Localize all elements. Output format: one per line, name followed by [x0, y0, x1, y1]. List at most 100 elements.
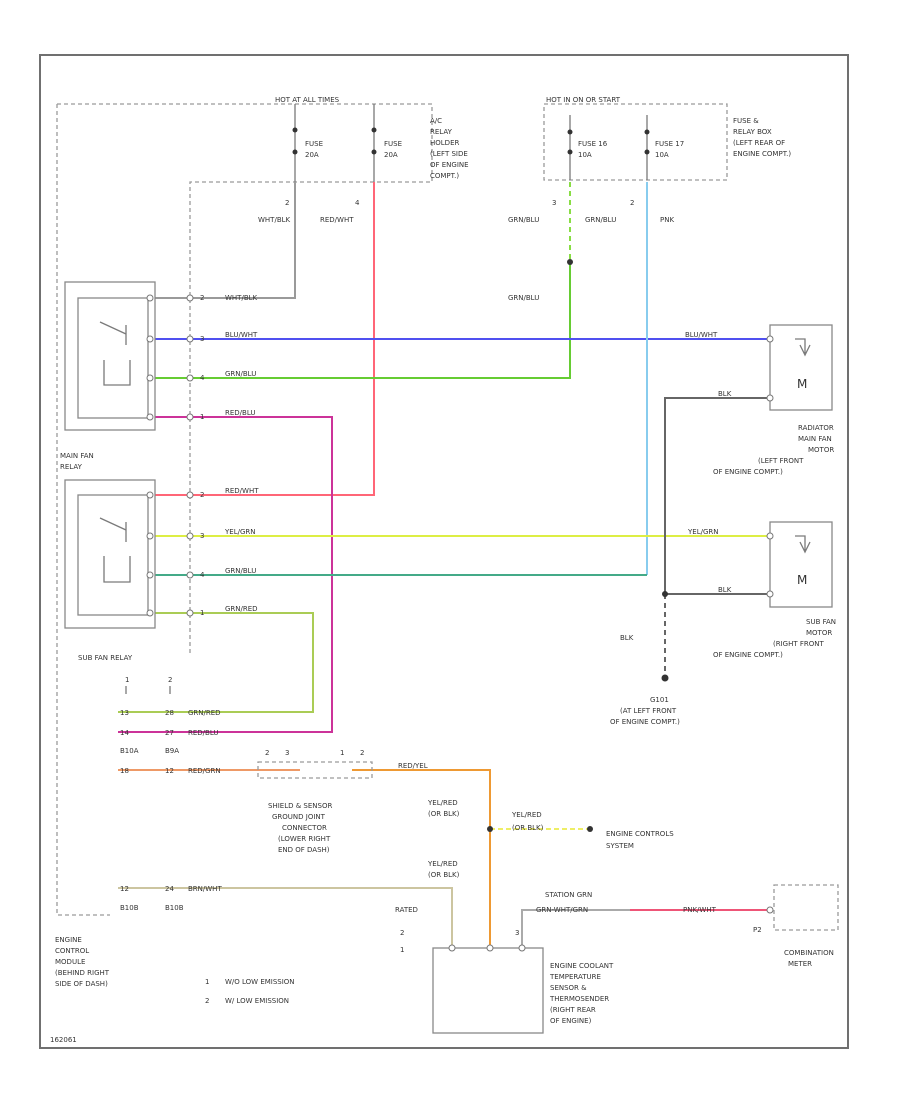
fuse-left-pin-b: 4	[355, 199, 360, 207]
sub-relay-wire-1: YEL/GRN	[224, 528, 255, 536]
svg-text:GRN-WHT/GRN: GRN-WHT/GRN	[536, 906, 588, 914]
svg-text:ENGINE COMPT.): ENGINE COMPT.)	[733, 150, 791, 158]
svg-text:(LEFT FRONT: (LEFT FRONT	[758, 457, 804, 465]
fuse-left-pin-a: 2	[285, 199, 289, 207]
fuse-box-left-header: HOT AT ALL TIMES	[275, 96, 340, 104]
sub-fan-relay: 2 3 4 1 RED/WHT YEL/GRN GRN/BLU GRN/RED …	[64, 479, 259, 662]
fuse-right-wire-c: GRN/BLU	[508, 294, 539, 302]
svg-text:YEL/RED: YEL/RED	[427, 860, 458, 868]
ecm-wire-0: GRN/RED	[188, 709, 221, 717]
svg-text:MOTOR: MOTOR	[808, 446, 834, 454]
svg-text:P2: P2	[753, 926, 762, 934]
main-relay-wire-2: GRN/BLU	[225, 370, 256, 378]
svg-text:ENGINE: ENGINE	[55, 936, 82, 944]
sensor-rated: RATED	[395, 906, 418, 914]
svg-text:12: 12	[120, 885, 129, 893]
meter-label: COMBINATION	[784, 949, 834, 957]
svg-text:13: 13	[120, 709, 129, 717]
svg-text:(RIGHT FRONT: (RIGHT FRONT	[773, 640, 824, 648]
fuse-box-right-header: HOT IN ON OR START	[546, 96, 621, 104]
fuse-right-wire-b: GRN/BLU	[585, 216, 616, 224]
footer-code: 162061	[50, 1036, 77, 1044]
svg-text:SENSOR &: SENSOR &	[550, 984, 587, 992]
ecm-desc: ENGINE CONTROL MODULE (BEHIND RIGHT SIDE…	[55, 936, 110, 988]
svg-text:1: 1	[340, 749, 344, 757]
svg-text:RADIATOR: RADIATOR	[798, 424, 834, 432]
main-relay-label-2: RELAY	[60, 463, 83, 471]
wires	[118, 182, 770, 945]
fuse-17-name: FUSE 17	[655, 140, 684, 148]
fuse-right-wire-d: PNK	[660, 216, 674, 224]
svg-text:3: 3	[200, 532, 204, 540]
sub-motor-wire-bot: BLK	[718, 586, 732, 594]
svg-text:B10B: B10B	[165, 904, 184, 912]
svg-text:CONNECTOR: CONNECTOR	[282, 824, 327, 832]
wire-grn-blu-main	[155, 262, 571, 379]
joint-wire-out: RED/YEL	[398, 762, 428, 770]
combination-meter: STATION GRN GRN-WHT/GRN PNK/WHT P2 COMBI…	[536, 884, 839, 968]
radiator-wire-top: BLU/WHT	[685, 331, 718, 339]
fuse-left-wire-b: RED/WHT	[320, 216, 354, 224]
engine-controls-label: ENGINE CONTROLS	[606, 830, 674, 838]
main-relay-wire-3: RED/BLU	[225, 409, 256, 417]
ground-g101: BLK G101 (AT LEFT FRONT OF ENGINE COMPT.…	[610, 634, 680, 726]
wire-grn-red	[118, 612, 314, 713]
main-relay-wire-1: BLU/WHT	[225, 331, 258, 339]
svg-text:2: 2	[200, 294, 204, 302]
wire-brn-wht	[118, 887, 453, 945]
svg-text:(LOWER RIGHT: (LOWER RIGHT	[278, 835, 331, 843]
svg-text:OF ENGINE: OF ENGINE	[430, 161, 469, 169]
wire-red-wht	[155, 182, 375, 496]
wire-grn-wht	[521, 909, 630, 945]
svg-text:B10B: B10B	[120, 904, 139, 912]
svg-text:B9A: B9A	[165, 747, 179, 755]
wire-red-yel	[352, 769, 491, 945]
motor-icon-radiator: M	[797, 377, 807, 391]
svg-text:(AT LEFT FRONT: (AT LEFT FRONT	[620, 707, 677, 715]
svg-text:(LEFT SIDE: (LEFT SIDE	[430, 150, 468, 158]
svg-text:YEL/RED: YEL/RED	[427, 799, 458, 807]
svg-text:HOLDER: HOLDER	[430, 139, 459, 147]
sub-fan-motor: M YEL/GRN BLK SUB FAN MOTOR (RIGHT FRONT…	[687, 521, 836, 659]
svg-text:(RIGHT REAR: (RIGHT REAR	[550, 1006, 596, 1014]
wire-blk-radiator	[664, 397, 770, 594]
fuse-box-left: HOT AT ALL TIMES FUSE 20A FUSE 20A A/C R…	[56, 96, 469, 916]
svg-text:THERMOSENDER: THERMOSENDER	[549, 995, 609, 1003]
svg-text:2: 2	[360, 749, 364, 757]
fuse-right-pin-a: 3	[552, 199, 556, 207]
svg-text:W/O LOW EMISSION: W/O LOW EMISSION	[225, 978, 295, 986]
engine-control-module: 1 2 13 28 GRN/RED 14 27 RED/BLU B10A B9A…	[55, 676, 222, 988]
svg-text:2: 2	[265, 749, 269, 757]
svg-text:MAIN FAN: MAIN FAN	[798, 435, 832, 443]
svg-text:CONTROL: CONTROL	[55, 947, 89, 955]
svg-text:METER: METER	[788, 960, 812, 968]
svg-text:OF ENGINE COMPT.): OF ENGINE COMPT.)	[713, 651, 783, 659]
svg-text:2: 2	[200, 491, 204, 499]
svg-text:1: 1	[200, 609, 204, 617]
svg-text:B10A: B10A	[120, 747, 139, 755]
ground-label: G101	[650, 696, 669, 704]
fuse-b-rating: 20A	[384, 151, 398, 159]
svg-text:1: 1	[205, 978, 209, 986]
svg-text:COMPT.): COMPT.)	[430, 172, 459, 180]
svg-text:END OF DASH): END OF DASH)	[278, 846, 330, 854]
svg-text:2: 2	[400, 929, 404, 937]
svg-text:(OR BLK): (OR BLK)	[428, 871, 460, 879]
main-fan-relay: 2 3 4 1 WHT/BLK BLU/WHT GRN/BLU RED/BLU …	[60, 281, 258, 471]
svg-text:W/ LOW EMISSION: W/ LOW EMISSION	[225, 997, 289, 1005]
svg-text:18: 18	[120, 767, 129, 775]
sub-relay-wire-2: GRN/BLU	[225, 567, 256, 575]
joint-connector-desc: SHIELD & SENSOR GROUND JOINT CONNECTOR (…	[268, 802, 332, 854]
sub-relay-wire-0: RED/WHT	[225, 487, 259, 495]
svg-text:SHIELD & SENSOR: SHIELD & SENSOR	[268, 802, 332, 810]
svg-text:12: 12	[165, 767, 174, 775]
fuse-box-right: HOT IN ON OR START FUSE 16 10A FUSE 17 1…	[508, 96, 791, 302]
svg-text:ENGINE COOLANT: ENGINE COOLANT	[550, 962, 614, 970]
wire-wht-blk	[155, 182, 296, 299]
svg-text:RELAY BOX: RELAY BOX	[733, 128, 772, 136]
main-relay-wire-0: WHT/BLK	[225, 294, 258, 302]
sub-relay-pins	[146, 491, 194, 617]
sub-motor-desc: SUB FAN MOTOR (RIGHT FRONT OF ENGINE COM…	[713, 618, 836, 659]
radiator-fan-motor: M BLU/WHT BLK RADIATOR MAIN FAN MOTOR (L…	[685, 324, 834, 476]
motor-icon-sub: M	[797, 573, 807, 587]
